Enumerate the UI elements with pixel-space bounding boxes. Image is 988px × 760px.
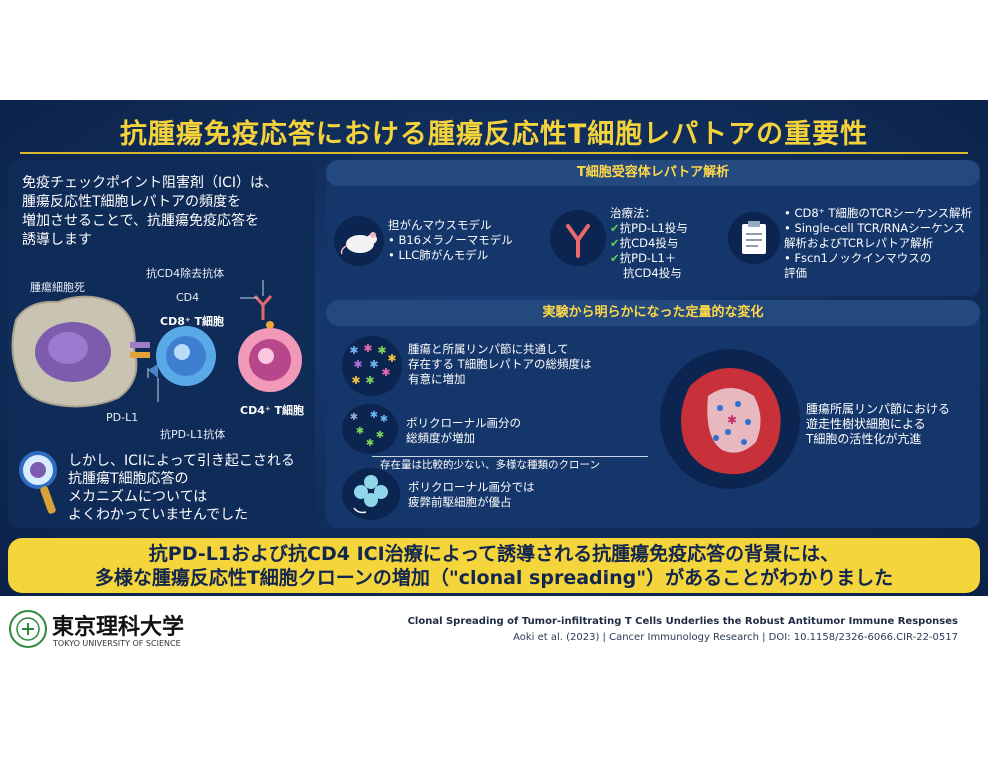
treatment-item: 抗PD-L1＋ <box>619 251 677 265</box>
finding-line: 腫瘍と所属リンパ節に共通して <box>408 342 569 356</box>
magnifier-icon <box>19 451 57 514</box>
results-panel <box>326 300 980 528</box>
lymph-line: 腫瘍所属リンパ節における <box>806 402 951 416</box>
svg-text:✱: ✱ <box>363 342 372 355</box>
treatment-item: 抗CD4投与 <box>623 266 682 280</box>
treatment-item: 抗CD4投与 <box>619 236 679 250</box>
treatment-list: 治療法： ✔抗PD-L1投与 ✔抗CD4投与 ✔抗PD-L1＋ 抗CD4投与 <box>610 206 688 281</box>
label-cd4-tcell: CD4⁺ T細胞 <box>240 404 304 417</box>
citation-line: Aoki et al. (2023) | Cancer Immunology R… <box>513 632 958 643</box>
label-tumor-death: 腫瘍細胞死 <box>30 281 85 294</box>
model-list: 担がんマウスモデル • B16メラノーマモデル • LLC肺がんモデル <box>388 218 513 263</box>
svg-text:✱: ✱ <box>727 413 737 427</box>
finding-1: 腫瘍と所属リンパ節に共通して 存在する T細胞レパトアの総頻度は 有意に増加 <box>408 342 592 387</box>
svg-text:✱: ✱ <box>369 358 378 371</box>
intro-line: 増加させることで、抗腫瘍免疫応答を <box>22 213 260 229</box>
intro-line: 免疫チェックポイント阻害剤（ICI）は、 <box>22 175 279 191</box>
lymph-node-icon: ✱ <box>660 349 800 489</box>
clones-icon-bg <box>342 336 402 396</box>
intro-text: 免疫チェックポイント阻害剤（ICI）は、 腫瘍反応性T細胞レパトアの頻度を 増加… <box>22 174 312 250</box>
finding-note: 存在量は比較的少ない、多様な種類のクローン <box>380 459 600 471</box>
svg-text:✱: ✱ <box>353 358 362 371</box>
conclusion-banner: 抗PD-L1および抗CD4 ICI治療によって誘導される抗腫瘍免疫応答の背景には… <box>8 538 980 593</box>
svg-text:✱: ✱ <box>365 374 374 387</box>
clones-icon: ✱✱ ✱✱ ✱✱ ✱✱ ✱ <box>349 342 396 387</box>
mouse-icon <box>340 232 377 255</box>
finding-line: ポリクローナル画分では <box>408 480 535 494</box>
conclusion-line: メカニズムについては <box>68 489 208 505</box>
svg-text:✱: ✱ <box>387 352 396 365</box>
poster: 抗腫瘍免疫応答における腫瘍反応性T細胞レパトアの重要性 免疫チェックポイント阻害… <box>0 100 988 596</box>
lymph-node-text: 腫瘍所属リンパ節における 遊走性樹状細胞による T細胞の活性化が亢進 <box>806 402 950 447</box>
tcr-panel-heading: T細胞受容体レパトア解析 <box>326 160 980 186</box>
clipboard-icon <box>742 221 766 254</box>
finding-line: 有意に増加 <box>408 372 466 386</box>
finding-line: 疲弊前駆細胞が優占 <box>408 495 512 509</box>
svg-text:✱: ✱ <box>349 344 358 357</box>
antibody-icon <box>253 295 273 320</box>
model-line: 担がんマウスモデル <box>388 218 492 232</box>
finding-3: ポリクローナル画分では 疲弊前駆細胞が優占 <box>408 480 535 510</box>
label-cd8-tcell: CD8⁺ T細胞 <box>160 315 224 328</box>
conclusion-line: 抗腫瘍T細胞応答の <box>68 471 189 487</box>
immune-illustration <box>11 280 302 408</box>
exhaustion-icon <box>353 475 388 514</box>
analysis-list: • CD8⁺ T細胞のTCRシーケンス解析 • Single-cell TCR/… <box>784 206 972 281</box>
conclusion-line: よくわかっていませんでした <box>68 507 249 523</box>
intro-line: 誘導します <box>22 232 92 248</box>
analysis-line: 評価 <box>784 266 807 280</box>
svg-text:✱: ✱ <box>356 426 364 437</box>
conclusion-line: しかし、ICIによって引き起こされる <box>68 453 295 469</box>
svg-text:✱: ✱ <box>350 412 358 423</box>
university-name: 東京理科大学 <box>52 614 185 640</box>
model-line: • LLC肺がんモデル <box>388 248 489 262</box>
label-anti-pdl1: 抗PD-L1抗体 <box>160 428 226 441</box>
analysis-line: 解析およびTCRレパトア解析 <box>784 236 934 250</box>
check-icon: ✔ <box>610 251 620 265</box>
label-anti-cd4: 抗CD4除去抗体 <box>146 267 225 280</box>
finding-line: 総頻度が増加 <box>406 431 475 445</box>
analysis-line: • Single-cell TCR/RNAシーケンス <box>784 221 966 235</box>
svg-text:✱: ✱ <box>380 414 388 425</box>
label-pdl1: PD-L1 <box>106 411 139 424</box>
conclusion-text: しかし、ICIによって引き起こされる 抗腫瘍T細胞応答の メカニズムについては … <box>68 452 318 524</box>
university-name-en: TOKYO UNIVERSITY OF SCIENCE <box>53 639 181 648</box>
model-line: • B16メラノーマモデル <box>388 233 513 247</box>
finding-2: ポリクローナル画分の 総頻度が増加 <box>406 416 521 446</box>
svg-text:✱: ✱ <box>351 374 360 387</box>
citation-block: Clonal Spreading of Tumor-infiltrating T… <box>408 614 958 646</box>
polyclonal-icon: ✱✱ ✱✱ ✱✱ <box>350 410 388 449</box>
finding-line: 存在する T細胞レパトアの総頻度は <box>408 357 592 371</box>
note-rule <box>372 456 648 457</box>
svg-text:✱: ✱ <box>370 410 378 421</box>
title-divider <box>20 152 968 154</box>
lymph-line: T細胞の活性化が亢進 <box>806 432 922 446</box>
lymph-line: 遊走性樹状細胞による <box>806 417 926 431</box>
finding-line: ポリクローナル画分の <box>406 416 521 430</box>
label-cd4: CD4 <box>176 291 200 304</box>
university-logo: 東京理科大学 TOKYO UNIVERSITY OF SCIENCE <box>8 607 208 651</box>
banner-line: 抗PD-L1および抗CD4 ICI治療によって誘導される抗腫瘍免疫応答の背景には… <box>148 543 840 565</box>
antibody-icon <box>566 224 590 258</box>
polyclonal-icon-bg <box>342 404 398 454</box>
check-icon: ✔ <box>610 221 620 235</box>
analysis-line: • Fscn1ノックインマウスの <box>784 251 932 265</box>
results-panel-heading: 実験から明らかになった定量的な変化 <box>326 300 980 326</box>
intro-line: 腫瘍反応性T細胞レパトアの頻度を <box>22 194 241 210</box>
treatment-title: 治療法： <box>610 206 656 220</box>
svg-text:✱: ✱ <box>376 430 384 441</box>
analysis-line: • CD8⁺ T細胞のTCRシーケンス解析 <box>784 206 973 220</box>
check-icon: ✔ <box>610 236 620 250</box>
treatment-item: 抗PD-L1投与 <box>619 221 688 235</box>
svg-text:✱: ✱ <box>381 366 390 379</box>
paper-title: Clonal Spreading of Tumor-infiltrating T… <box>407 616 958 627</box>
svg-text:✱: ✱ <box>366 438 374 449</box>
university-seal-icon <box>9 610 47 648</box>
svg-text:✱: ✱ <box>377 344 386 357</box>
poster-title: 抗腫瘍免疫応答における腫瘍反応性T細胞レパトアの重要性 <box>119 119 869 150</box>
banner-line: 多様な腫瘍反応性T細胞クローンの増加（"clonal spreading"）があ… <box>94 567 894 589</box>
